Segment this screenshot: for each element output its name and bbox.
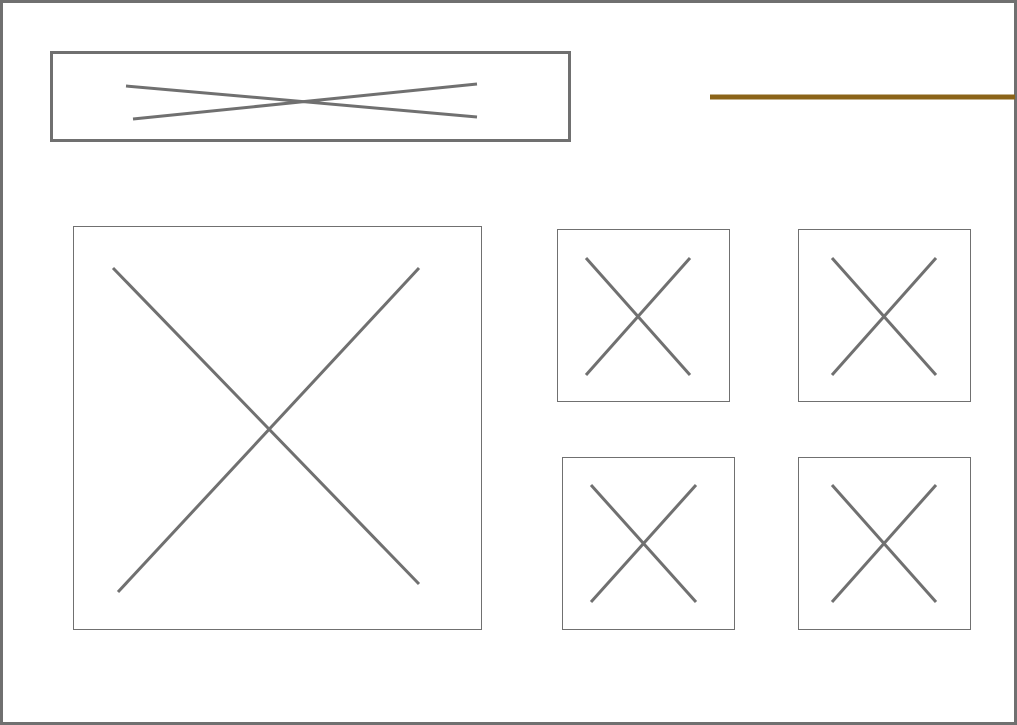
thumb-placeholder-top-right [798, 229, 971, 402]
thumb-top-left-cross-b [584, 257, 692, 376]
hero-image-placeholder [73, 226, 482, 630]
header-placeholder-frame [50, 51, 571, 142]
header-placeholder-cross-b [132, 82, 478, 121]
thumb-bottom-left-cross-b [589, 483, 698, 604]
thumb-placeholder-bottom-left [562, 457, 735, 630]
thumb-top-right-frame [798, 229, 971, 402]
hero-placeholder-cross-b [116, 266, 421, 594]
thumb-top-right-cross-b [830, 257, 938, 376]
thumb-placeholder-bottom-right [798, 457, 971, 630]
hero-placeholder-frame [73, 226, 482, 630]
header-image-placeholder [50, 51, 571, 142]
thumb-placeholder-top-left [557, 229, 730, 402]
thumb-bottom-right-frame [798, 457, 971, 630]
thumb-bottom-right-cross-b [830, 484, 938, 603]
thumb-bottom-left-frame [562, 457, 735, 630]
thumb-top-left-frame [557, 229, 730, 402]
hero-placeholder-cross-a [111, 266, 421, 586]
